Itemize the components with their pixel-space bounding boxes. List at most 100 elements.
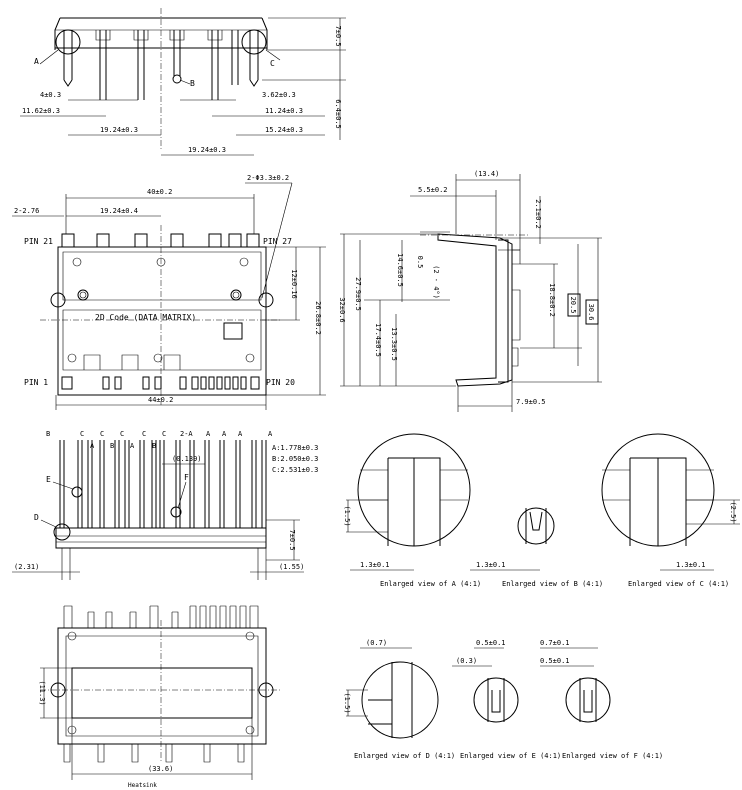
- dim-a-1-5: (1.5): [343, 505, 351, 526]
- dim-2-phi-3-3: 2-Φ3.3±0.2: [247, 174, 289, 182]
- bottom-view: (11.3) (33.6) Heatsink: [38, 605, 282, 789]
- pin-code-4: C: [100, 430, 104, 438]
- front-view: B C A C B C A C B C 2-A A A A A A:1.778±…: [12, 430, 318, 580]
- dim-e-0-5: 0.5±0.1: [476, 639, 506, 647]
- pin-code-2: C: [80, 430, 84, 438]
- pin-21-label: PIN 21: [24, 237, 53, 246]
- pin-code-8: C: [142, 430, 146, 438]
- dim-5-5: 5.5±0.2: [418, 186, 448, 194]
- pin-code-6: C: [120, 430, 124, 438]
- enlarged-view-b: 1.3±0.1 Enlarged view of B (4:1): [470, 507, 603, 588]
- dim-26-8: 26.8±0.2: [314, 301, 322, 335]
- dim-19-24-a: 19.24±0.3: [100, 126, 138, 134]
- enlarged-view-a: (1.5) 1.3±0.1 Enlarged view of A (4:1): [343, 433, 481, 588]
- dim-32: 32±0.6: [338, 297, 346, 322]
- side-view: (13.4) 5.5±0.2 2.1±0.2 0.5 (2 - 4°) 14.6…: [338, 170, 602, 412]
- enlarged-view-d: (0.7) (1.5) Enlarged view of D (4:1): [343, 639, 455, 760]
- pin-code-13: A: [222, 430, 227, 438]
- dim-0-5: 0.5: [416, 256, 424, 269]
- dim-6-4: 6.4±0.5: [334, 99, 342, 129]
- front-view-pins: [59, 440, 267, 528]
- dim-7-9: 7.9±0.5: [516, 398, 546, 406]
- caption-f: Enlarged view of F (4:1): [562, 752, 663, 760]
- pin-code-11: 2-A: [180, 430, 193, 438]
- caption-b: Enlarged view of B (4:1): [502, 580, 603, 588]
- dim-14-6: 14.6±0.5: [396, 253, 404, 287]
- dim-4: 4±0.3: [40, 91, 61, 99]
- pitch-note-c: C:2.531±0.3: [272, 466, 318, 474]
- pin-code-14: A: [238, 430, 243, 438]
- pin-code-1: B: [46, 430, 50, 438]
- pin-code-9: B: [152, 442, 156, 450]
- dim-2-1: 2.1±0.2: [534, 199, 542, 229]
- dim-e-0-3: (0.3): [456, 657, 477, 665]
- dim-2-4-deg: (2 - 4°): [432, 265, 440, 299]
- dim-7-front: 7±0.5: [288, 529, 296, 550]
- pin-20-label: PIN 20: [266, 378, 295, 387]
- dim-d-1-5: (1.5): [343, 692, 351, 713]
- dim-2-2-76: 2-2.76: [14, 207, 39, 215]
- pin-code-3: A: [90, 442, 95, 450]
- dim-17-4: 17.4±0.5: [374, 323, 382, 357]
- dim-30-6: 30.6: [587, 304, 595, 321]
- data-matrix-label: 2D Code (DATA MATRIX): [95, 313, 196, 322]
- enlarged-view-e: 0.5±0.1 (0.3) Enlarged view of E (4:1): [452, 639, 561, 760]
- dim-7-top: 7±0.5: [334, 25, 342, 46]
- dim-19-24-plan: 19.24±0.4: [100, 207, 138, 215]
- dim-b-1-3: 1.3±0.1: [476, 561, 506, 569]
- plan-view: 2D Code (DATA MATRIX) PIN 21 PIN 27 PIN …: [12, 174, 326, 410]
- dim-c-1-3: 1.3±0.1: [676, 561, 706, 569]
- caption-c: Enlarged view of C (4:1): [628, 580, 729, 588]
- dim-15-24: 15.24±0.3: [265, 126, 303, 134]
- pin-27-label: PIN 27: [263, 237, 292, 246]
- dim-12: 12±0.16: [290, 269, 298, 299]
- dim-0-139: (0.139): [172, 455, 202, 463]
- callout-f: F: [184, 473, 189, 482]
- pin-1-label: PIN 1: [24, 378, 48, 387]
- plan-bottom-pins: [61, 376, 260, 390]
- top-view: A C B 7±0.5 6.4±0.5 4±0.3 3.62±0.3 11.62…: [20, 8, 346, 156]
- caption-a: Enlarged view of A (4:1): [380, 580, 481, 588]
- dim-44: 44±0.2: [148, 396, 173, 404]
- caption-e: Enlarged view of E (4:1): [460, 752, 561, 760]
- dim-20-5: 20.5: [569, 297, 577, 314]
- pitch-note-a: A:1.778±0.3: [272, 444, 318, 452]
- dim-3-62: 3.62±0.3: [262, 91, 296, 99]
- dim-11-24: 11.24±0.3: [265, 107, 303, 115]
- dim-a-1-3: 1.3±0.1: [360, 561, 390, 569]
- bottom-view-top-pins: [63, 605, 259, 628]
- dim-d-0-7: (0.7): [366, 639, 387, 647]
- bottom-view-bottom-pins: [63, 744, 245, 763]
- callout-c: C: [270, 59, 275, 68]
- callout-b: B: [190, 79, 195, 88]
- dim-1-55: (1.55): [279, 563, 304, 571]
- pin-code-12: A: [206, 430, 211, 438]
- pin-code-5: B: [110, 442, 114, 450]
- dim-19-24-b: 19.24±0.3: [188, 146, 226, 154]
- data-matrix-code: [223, 322, 243, 340]
- enlarged-view-f: 0.7±0.1 0.5±0.1 Enlarged view of F (4:1): [540, 639, 663, 760]
- top-view-pins: [63, 30, 259, 100]
- callout-e: E: [46, 475, 51, 484]
- plan-top-pins: [61, 233, 260, 248]
- callout-a: A: [34, 57, 39, 66]
- dim-11-3: (11.3): [38, 680, 46, 705]
- dim-11-62: 11.62±0.3: [22, 107, 60, 115]
- pin-code-15: A: [268, 430, 273, 438]
- pitch-note-b: B:2.050±0.3: [272, 455, 318, 463]
- enlarged-view-c: (2.5) 1.3±0.1 Enlarged view of C (4:1): [601, 433, 740, 588]
- dim-f-0-7: 0.7±0.1: [540, 639, 570, 647]
- dim-f-0-5: 0.5±0.1: [540, 657, 570, 665]
- pin-code-7: A: [130, 442, 135, 450]
- caption-d: Enlarged view of D (4:1): [354, 752, 455, 760]
- dim-13-4: (13.4): [474, 170, 499, 178]
- dim-2-31: (2.31): [14, 563, 39, 571]
- dim-33-6: (33.6): [148, 765, 173, 773]
- dim-13-3: 13.3±0.5: [390, 327, 398, 361]
- dim-40: 40±0.2: [147, 188, 172, 196]
- callout-d: D: [34, 513, 39, 522]
- pin-code-10: C: [162, 430, 166, 438]
- dim-27-9: 27.9±0.5: [354, 277, 362, 311]
- heatsink-label: Heatsink: [128, 782, 157, 789]
